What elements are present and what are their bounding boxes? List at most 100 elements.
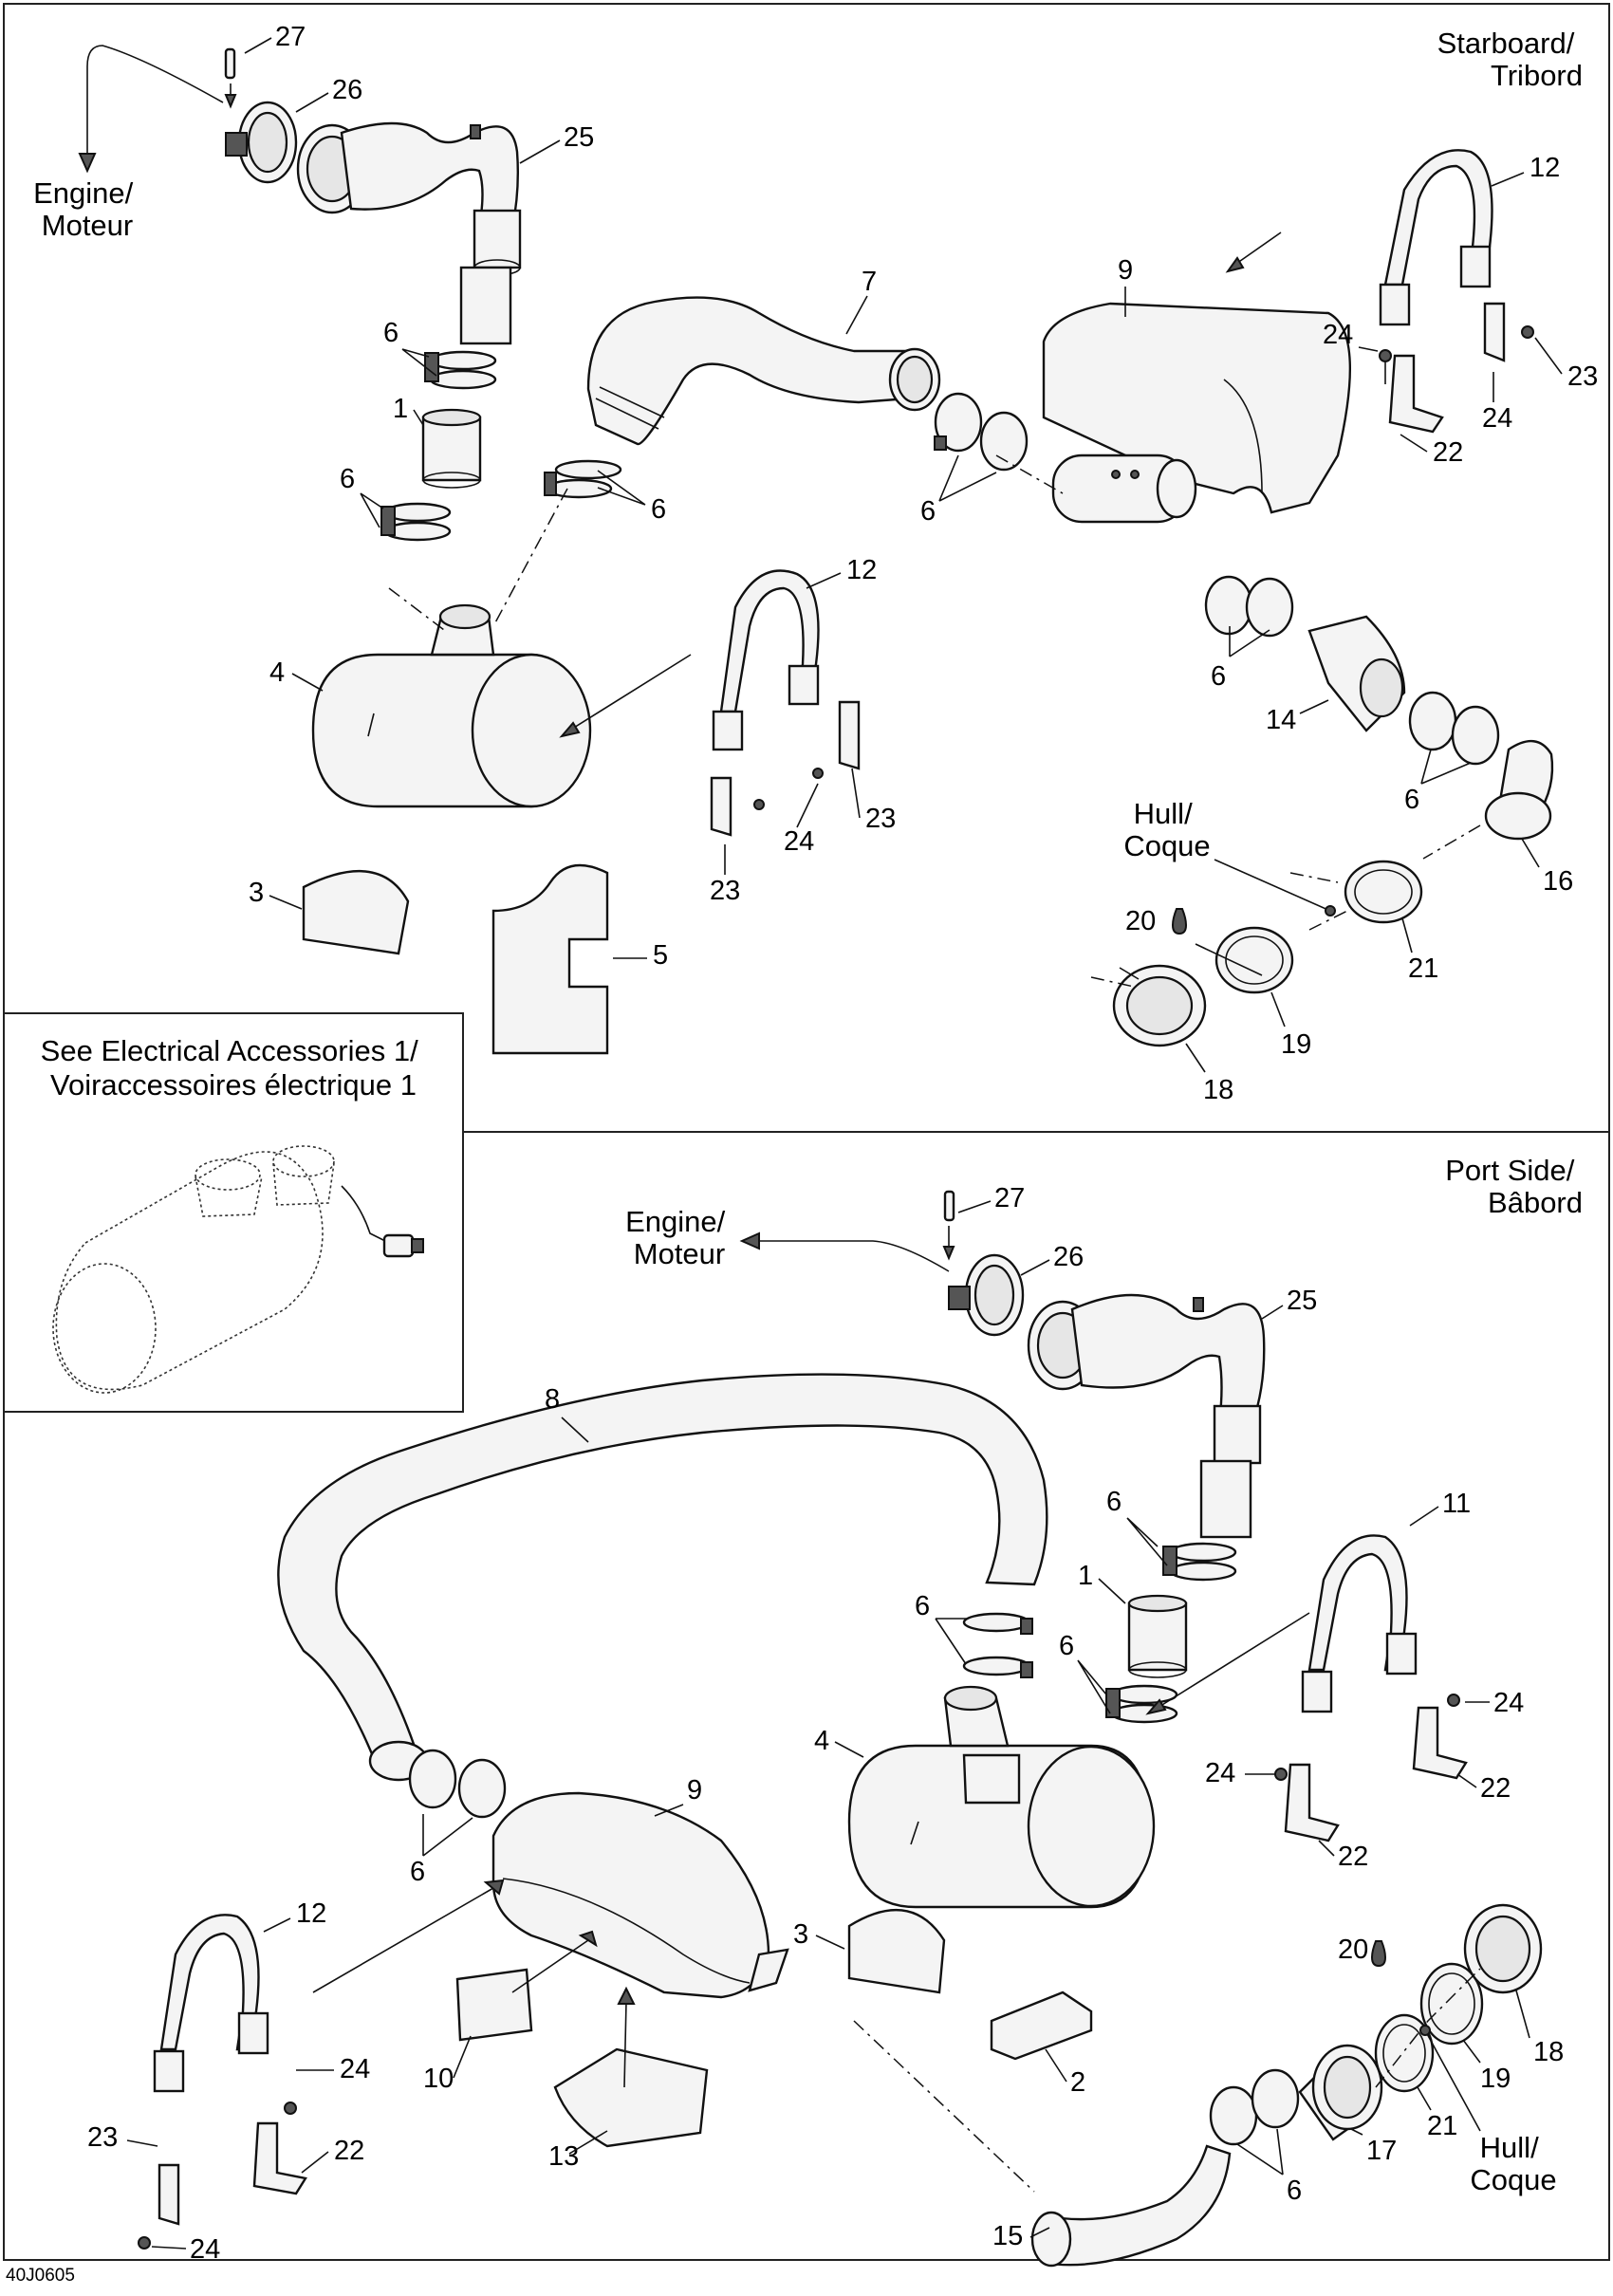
- clamp-6-e: [1204, 575, 1294, 638]
- hose-8: [277, 1373, 1048, 1782]
- callout-2: 2: [1070, 2067, 1085, 2098]
- pin-27: [224, 47, 236, 80]
- callout-22: 22: [1338, 1842, 1368, 1872]
- callout-8: 8: [545, 1384, 560, 1415]
- callout-6: 6: [1211, 661, 1226, 692]
- gasket-21-top: [1344, 860, 1423, 924]
- hose-15: [1030, 2144, 1232, 2268]
- callout-7: 7: [862, 267, 877, 297]
- bracket-22-bottom-left: [252, 2102, 307, 2195]
- callouts-top: 27 26 25 7 9 12 24 23 24 22 6 1 6 6 6 4 …: [244, 22, 1598, 1105]
- inset-caption: See Electrical Accessories 1/ Voiraccess…: [41, 1034, 427, 1102]
- callout-3: 3: [793, 1919, 808, 1950]
- clamp-6-a: [424, 350, 497, 390]
- callout-24: 24: [1482, 403, 1512, 434]
- callout-9: 9: [1118, 255, 1133, 286]
- clamp-6-d: [544, 459, 622, 499]
- clamp-6-g: [1162, 1542, 1237, 1582]
- support-3-top: [302, 869, 410, 955]
- hull-note-top: Hull/ Coque: [1123, 797, 1210, 862]
- callout-1: 1: [393, 394, 408, 424]
- callout-11: 11: [1442, 1489, 1471, 1519]
- electrical-accessories-inset: See Electrical Accessories 1/ Voiraccess…: [41, 1034, 427, 1394]
- clamp-26: [225, 101, 298, 184]
- bracket-22-top: [1379, 349, 1444, 434]
- callout-10: 10: [423, 2064, 454, 2094]
- support-5-top: [491, 863, 609, 1055]
- callout-6: 6: [383, 318, 399, 348]
- pipe-stub-upper: [459, 266, 512, 345]
- bracket-23-mid-left: [710, 776, 732, 837]
- callout-23: 23: [1567, 361, 1598, 392]
- callout-6: 6: [1287, 2176, 1302, 2206]
- starboard-section: Starboard/ Tribord Engine/ Moteur: [33, 27, 1583, 1055]
- gasket-19-bottom: [1419, 1962, 1484, 2046]
- exhaust-elbow-25-bottom: [1027, 1293, 1266, 1465]
- engine-arrow-bottom: [759, 1240, 950, 1272]
- callout-13: 13: [548, 2141, 579, 2172]
- callout-6: 6: [920, 496, 936, 527]
- clamp-6-i: [962, 1612, 1033, 1678]
- alignment-lines-bottom: [853, 1968, 1481, 2193]
- engine-note-bottom: Engine/ Moteur: [625, 1205, 733, 1270]
- callout-6: 6: [651, 494, 666, 525]
- callout-21: 21: [1408, 954, 1438, 984]
- clamp-6-k: [1209, 2068, 1300, 2146]
- callout-12: 12: [296, 1898, 326, 1929]
- callout-24: 24: [340, 2054, 370, 2084]
- port-title: Port Side/ Bâbord: [1445, 1154, 1583, 1219]
- gasket-19-top: [1214, 926, 1294, 994]
- callout-25: 25: [564, 122, 594, 153]
- callout-4: 4: [269, 657, 285, 688]
- callout-20: 20: [1338, 1935, 1368, 1965]
- clamp-6-j: [408, 1749, 507, 1819]
- callout-25: 25: [1287, 1286, 1317, 1316]
- callout-15: 15: [992, 2221, 1023, 2251]
- pad-10: [455, 1968, 533, 2042]
- pipe-stub-lower: [1199, 1459, 1252, 1539]
- muffler-4-top: [311, 603, 592, 808]
- fitting-18-bottom: [1463, 1903, 1543, 1994]
- muffler-4-bottom: [847, 1685, 1156, 1909]
- clamp-6-h: [1105, 1684, 1178, 1724]
- callout-16: 16: [1543, 866, 1573, 897]
- hose-14: [1307, 615, 1406, 732]
- hose-7: [586, 296, 941, 446]
- engine-arrow-top: [86, 45, 224, 159]
- callout-24: 24: [1493, 1688, 1524, 1718]
- clamp-6-f: [1408, 691, 1500, 766]
- callout-27: 27: [994, 1183, 1025, 1213]
- callout-23: 23: [710, 876, 740, 906]
- bracket-23-mid-right: [838, 700, 861, 770]
- pin-27-bottom: [943, 1190, 955, 1222]
- pad-13: [553, 2047, 709, 2148]
- inset-connector: [382, 1233, 415, 1258]
- port-section: Port Side/ Bâbord Engine/ Moteur: [138, 1154, 1583, 2268]
- exhaust-elbow-25: [296, 121, 522, 276]
- inset-frame: [3, 1012, 464, 1413]
- callout-5: 5: [653, 940, 668, 971]
- engine-note-top: Engine/ Moteur: [33, 176, 141, 242]
- hull-note-bottom: Hull/ Coque: [1470, 2131, 1556, 2196]
- sealant-drop-20-bottom: [1370, 1940, 1387, 1968]
- callout-6: 6: [410, 1857, 425, 1887]
- gasket-21-bottom: [1374, 2013, 1435, 2093]
- callout-23: 23: [87, 2122, 118, 2153]
- callout-20: 20: [1125, 906, 1156, 936]
- diagram-code: 40J0605: [6, 2266, 75, 2286]
- callout-1: 1: [1078, 1561, 1093, 1591]
- starboard-title: Starboard/ Tribord: [1437, 27, 1583, 92]
- support-3-bottom: [847, 1908, 946, 1994]
- callout-24: 24: [190, 2234, 220, 2265]
- callout-19: 19: [1480, 2064, 1511, 2094]
- clamp-6-b: [380, 502, 452, 542]
- inset-muffler-outline: [52, 1145, 424, 1394]
- outlet-elbow-16: [1484, 740, 1554, 841]
- engine-arrowhead-top: [78, 153, 97, 174]
- fitting-18-top: [1112, 964, 1207, 1047]
- callout-21: 21: [1427, 2111, 1457, 2141]
- callout-17: 17: [1366, 2136, 1397, 2166]
- resonator-9-bottom: [491, 1791, 789, 1999]
- callout-26: 26: [332, 75, 362, 105]
- bracket-23-top: [1483, 302, 1534, 362]
